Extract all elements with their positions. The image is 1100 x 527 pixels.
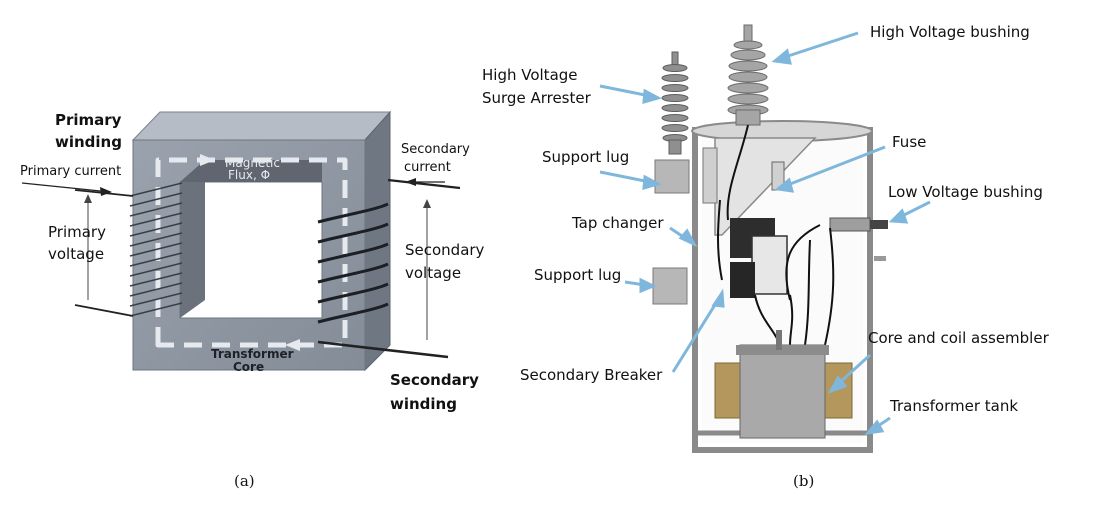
lv-bushing xyxy=(829,217,888,261)
core-window-bevel xyxy=(180,160,205,318)
primary-lead-bottom xyxy=(74,304,134,317)
coil-right xyxy=(821,362,853,419)
support-lug-top-shape xyxy=(654,159,690,194)
secondary-voltage-label-line1: Secondary xyxy=(405,241,485,259)
caption-b: (b) xyxy=(793,472,815,490)
transformer-core-label-line1: Transformer xyxy=(211,347,294,361)
surge-arrester xyxy=(661,51,689,155)
hv-bushing-label: High Voltage bushing xyxy=(870,23,1030,41)
primary-winding-label-line2: winding xyxy=(55,133,122,151)
flux-path xyxy=(155,157,348,348)
core-diagram xyxy=(21,110,461,372)
lv-bushing-label: Low Voltage bushing xyxy=(888,183,1043,201)
primary-winding-coils xyxy=(129,182,183,317)
primary-voltage-label-line1: Primary xyxy=(48,223,106,241)
core-coil-label: Core and coil assembler xyxy=(868,329,1049,347)
primary-voltage-arrowhead-up xyxy=(84,194,92,203)
hv-bushing xyxy=(727,24,769,126)
secondary-current-arrowhead xyxy=(405,178,416,186)
core-side-face xyxy=(364,110,391,372)
hv-arrester-label-line1: High Voltage xyxy=(482,66,578,84)
transformer-core-label-line2: Core xyxy=(233,360,265,374)
core-window-bevel-top xyxy=(180,160,322,182)
internal-wires xyxy=(717,124,835,346)
bracket-plate xyxy=(702,147,718,204)
core-center-leg xyxy=(776,330,782,350)
panel-b-pole-transformer: High Voltage bushing High Voltage Surge … xyxy=(482,0,1100,527)
secondary-current-label-line2: current xyxy=(404,160,451,175)
primary-winding-label-line1: Primary xyxy=(55,111,122,129)
magnetic-flux-label-line1: Magnetic xyxy=(225,156,280,170)
pole-transformer-illustration xyxy=(599,24,931,453)
breaker-dark xyxy=(730,262,755,298)
core-top-clamp xyxy=(736,345,829,355)
callout-arrows xyxy=(599,31,931,436)
secondary-current-label-line1: Secondary xyxy=(401,142,470,157)
core-block xyxy=(739,344,826,439)
magnetic-flux-label-line2: Flux, Φ xyxy=(228,168,271,182)
secondary-lead-top xyxy=(387,178,461,190)
tap-changer-label: Tap changer xyxy=(572,214,664,232)
secondary-voltage-arrowhead-up xyxy=(423,199,431,208)
primary-voltage-label-line2: voltage xyxy=(48,245,105,263)
secondary-winding-label-line2: winding xyxy=(390,395,457,413)
secondary-winding-coils xyxy=(317,202,389,324)
core-top-face xyxy=(131,111,392,141)
caption-a: (a) xyxy=(234,472,255,490)
flux-arrow-bottom xyxy=(285,339,300,351)
secondary-lead-bottom xyxy=(317,340,449,359)
secondary-breaker-shape xyxy=(751,235,788,295)
primary-current-arrowhead xyxy=(100,187,112,196)
secondary-voltage-label-line2: voltage xyxy=(405,264,462,282)
secondary-breaker-label: Secondary Breaker xyxy=(520,366,663,384)
flux-arrow-top xyxy=(200,154,215,166)
support-lug-top-label: Support lug xyxy=(542,148,630,166)
panel-a-transformer-core: Primary winding Primary current Primary … xyxy=(0,0,490,527)
primary-current-label: Primary current xyxy=(20,164,122,179)
support-lug-bottom-shape xyxy=(652,267,688,305)
secondary-winding-label-line1: Secondary xyxy=(390,371,479,389)
hv-arrester-label-line2: Surge Arrester xyxy=(482,89,591,107)
fuse-label: Fuse xyxy=(892,133,927,151)
primary-current-arrow xyxy=(21,182,111,193)
support-lug-bottom-label: Support lug xyxy=(534,266,622,284)
tank-label: Transformer tank xyxy=(890,397,1019,415)
